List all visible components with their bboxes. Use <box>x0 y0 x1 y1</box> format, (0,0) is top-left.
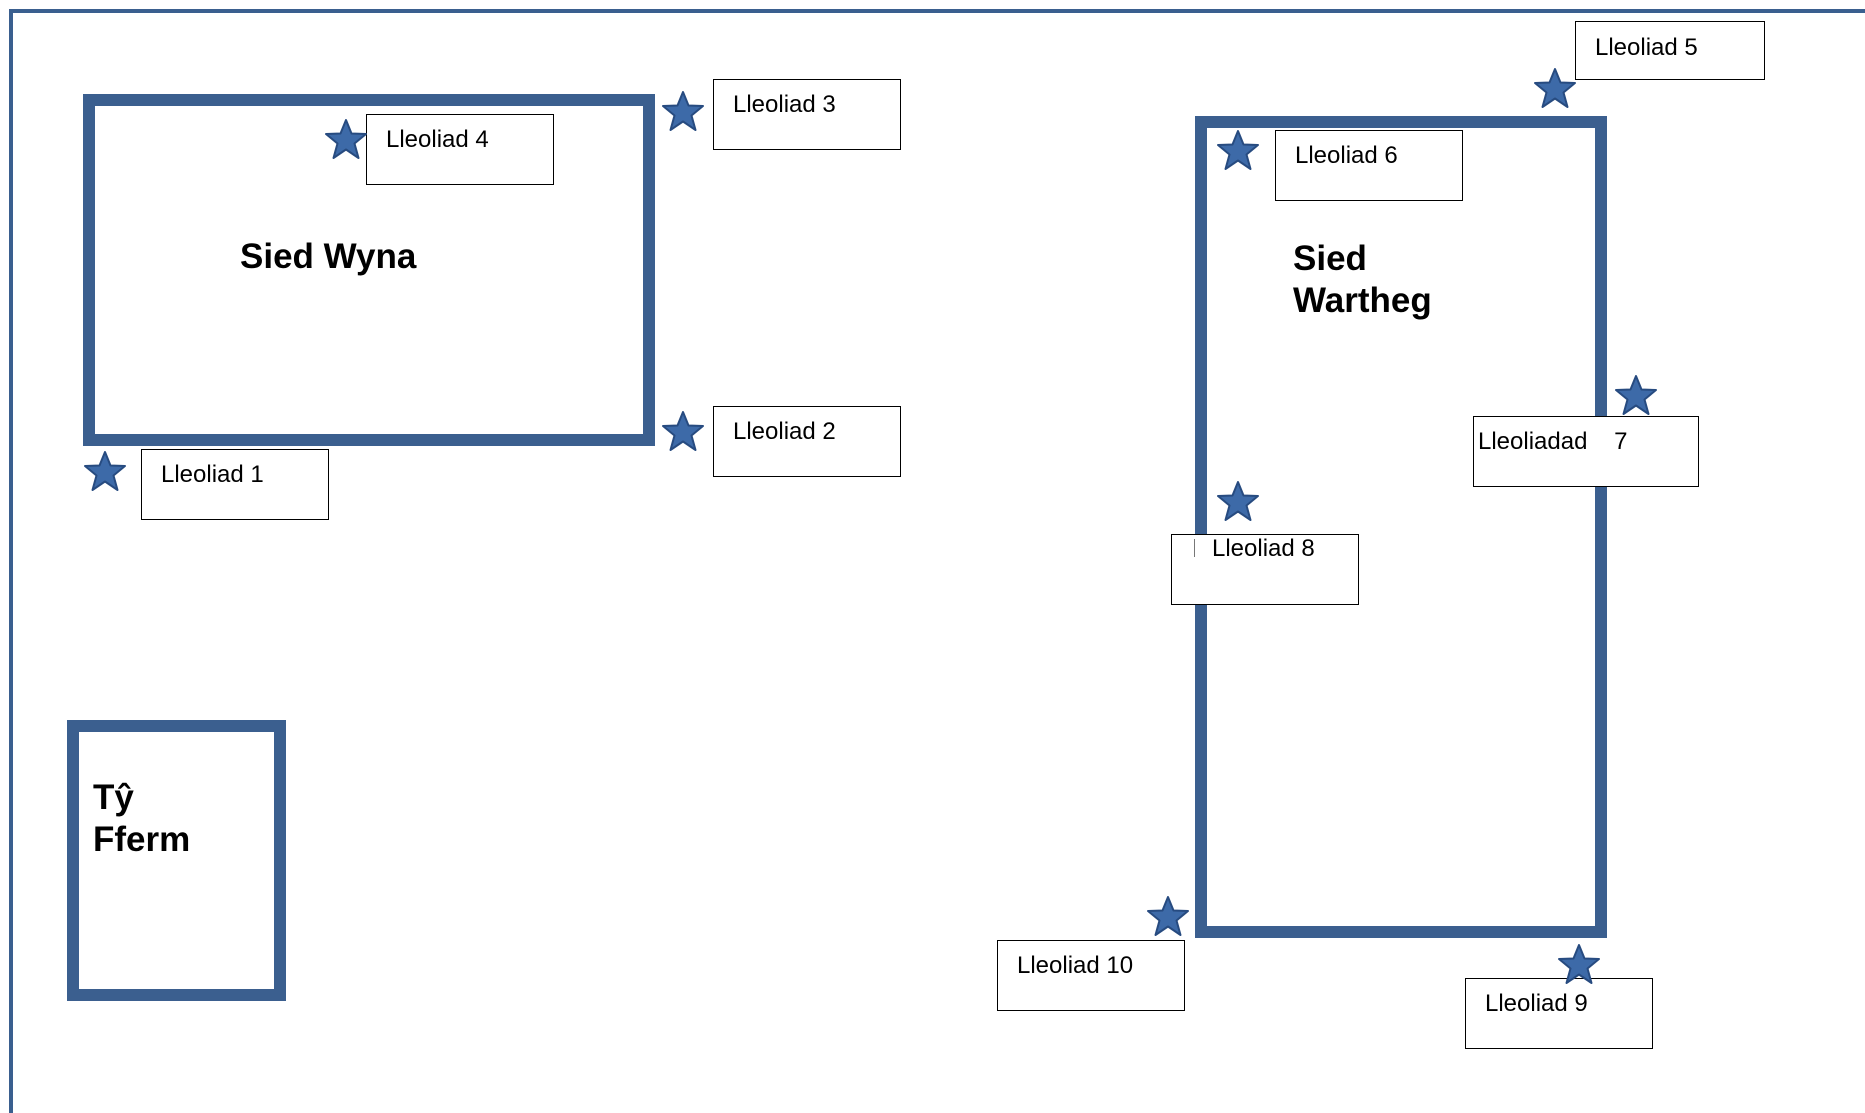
star-icon <box>1215 128 1261 174</box>
location-label-10: Lleoliad 10 <box>997 940 1185 1011</box>
location-label-9: Lleoliad 9 <box>1465 978 1653 1049</box>
cattle-shed-label: Sied Wartheg <box>1293 239 1432 320</box>
star-icon <box>1532 66 1578 112</box>
location-label-6: Lleoliad 6 <box>1275 130 1463 201</box>
location-label-5: Lleoliad 5 <box>1575 21 1765 80</box>
farmhouse-building <box>67 720 286 1001</box>
location-label-1: Lleoliad 1 <box>141 449 329 520</box>
location-label-7: Lleoliadad 7 <box>1473 416 1699 487</box>
location-label-3: Lleoliad 3 <box>713 79 901 150</box>
star-icon <box>1556 942 1602 988</box>
page-border <box>9 9 1865 1113</box>
text-cursor-mark <box>1194 539 1195 557</box>
farmhouse-label: Tŷ Fferm <box>93 778 191 859</box>
lambing-shed-label: Sied Wyna <box>240 237 417 276</box>
star-icon <box>1215 479 1261 525</box>
lambing-shed-building <box>83 94 655 446</box>
location-label-4: Lleoliad 4 <box>366 114 554 185</box>
star-icon <box>1145 894 1191 940</box>
star-icon <box>1613 373 1659 419</box>
location-label-2: Lleoliad 2 <box>713 406 901 477</box>
location-label-8: Lleoliad 8 <box>1171 534 1359 605</box>
star-icon <box>660 89 706 135</box>
star-icon <box>660 409 706 455</box>
star-icon <box>323 117 369 163</box>
cattle-shed-building <box>1195 116 1607 938</box>
star-icon <box>82 449 128 495</box>
